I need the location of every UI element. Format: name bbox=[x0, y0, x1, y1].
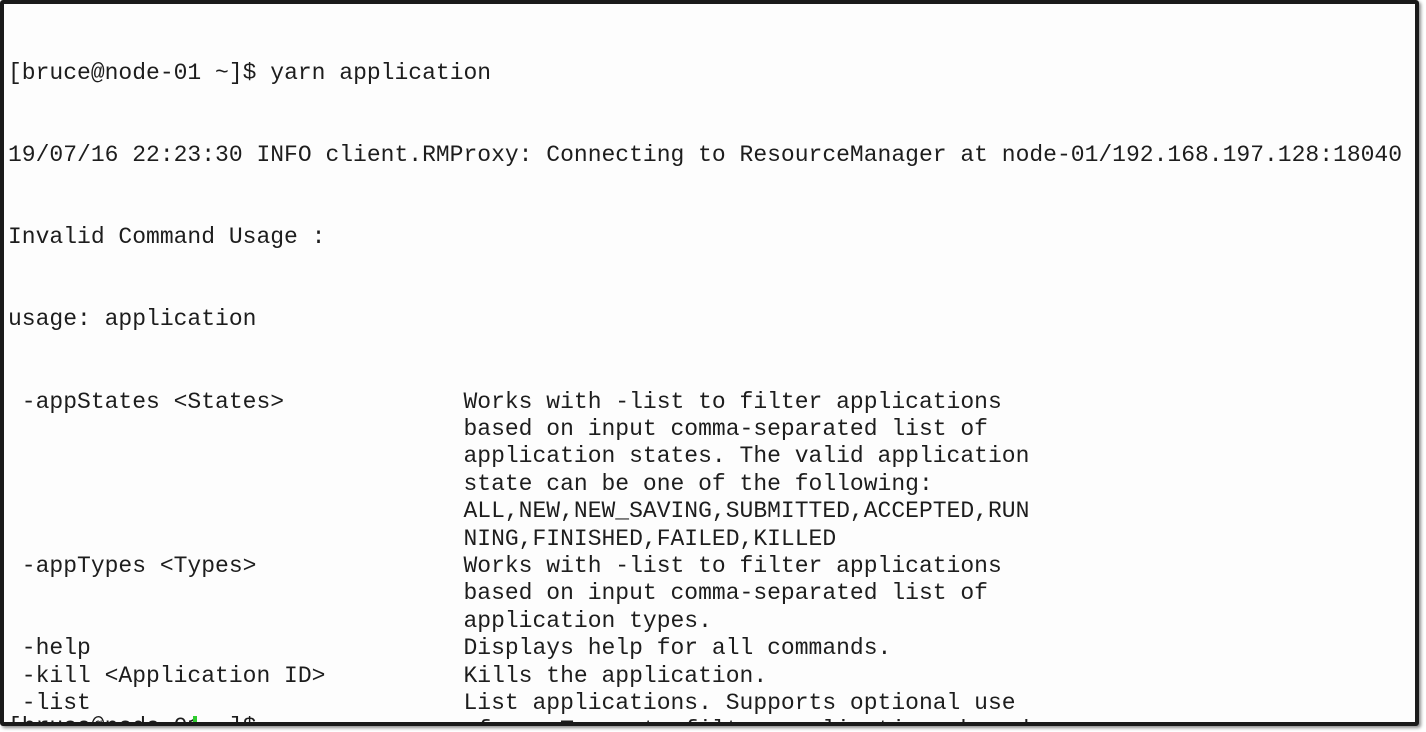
help-option-continuation: state can be one of the following: bbox=[8, 470, 933, 497]
help-option-continuation: of -appTypes to filter applications base… bbox=[8, 717, 1415, 722]
next-prompt-partial: [bruce@node-01 ~]$ bbox=[8, 714, 256, 722]
log-info-line: 19/07/16 22:23:30 INFO client.RMProxy: C… bbox=[8, 142, 1403, 169]
help-option-continuation: application types. bbox=[8, 607, 712, 634]
terminal-screen: [bruce@node-01 ~]$ yarn application 19/0… bbox=[4, 4, 1415, 722]
shell-prompt: [bruce@node-01 ~]$ bbox=[8, 714, 256, 722]
usage-line: usage: application bbox=[8, 306, 257, 333]
help-option-continuation: NING,FINISHED,FAILED,KILLED bbox=[8, 525, 837, 552]
help-option-line: -appTypes <Types> Works with -list to fi… bbox=[8, 552, 1002, 579]
help-option-continuation: application states. The valid applicatio… bbox=[8, 443, 1030, 470]
shell-prompt: [bruce@node-01 ~]$ bbox=[8, 59, 257, 86]
prompt-gap bbox=[256, 60, 270, 86]
help-option-line: -list List applications. Supports option… bbox=[8, 689, 1016, 716]
help-option-continuation: ALL,NEW,NEW_SAVING,SUBMITTED,ACCEPTED,RU… bbox=[8, 498, 1030, 525]
help-option-line: -help Displays help for all commands. bbox=[8, 635, 892, 662]
text-cursor bbox=[193, 716, 197, 722]
error-line: Invalid Command Usage : bbox=[8, 224, 326, 251]
help-options: -appStates <States> Works with -list to … bbox=[8, 388, 1415, 722]
help-option-line: -kill <Application ID> Kills the applica… bbox=[8, 662, 768, 689]
command-line: [bruce@node-01 ~]$ yarn application bbox=[8, 60, 1415, 87]
help-option-continuation: based on input comma-separated list of bbox=[8, 580, 988, 607]
help-option-continuation: based on input comma-separated list of bbox=[8, 416, 988, 443]
typed-command: yarn application bbox=[270, 59, 492, 86]
help-option-line: -appStates <States> Works with -list to … bbox=[8, 388, 1002, 415]
